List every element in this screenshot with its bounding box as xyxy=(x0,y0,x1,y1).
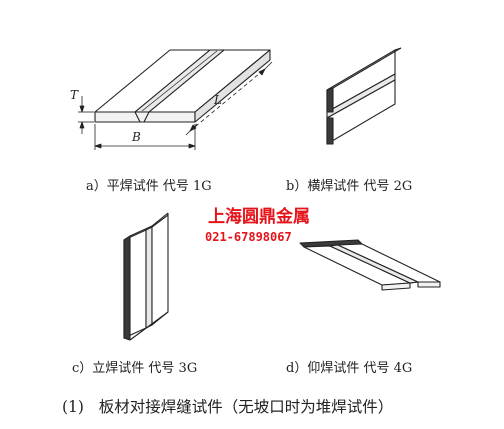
dim-thickness-label: T xyxy=(70,88,79,102)
watermark-company: 上海圆鼎金属 xyxy=(208,206,310,227)
panel-a-flat-plate xyxy=(94,49,271,123)
panel-b-horizontal-plate xyxy=(326,47,402,145)
figure-caption: (1) 板材对接焊缝试件（无坡口时为堆焊试件） xyxy=(62,398,393,416)
panel-c-caption: c）立焊试件 代号 3G xyxy=(72,360,197,376)
panel-b-caption: b）横焊试件 代号 2G xyxy=(286,178,412,194)
panel-d-caption: d）仰焊试件 代号 4G xyxy=(286,360,412,376)
dim-width-label: B xyxy=(131,130,141,144)
panel-c-vertical-plate xyxy=(123,212,169,341)
panel-a-dimensions xyxy=(78,61,273,150)
panel-a-caption: a）平焊试件 代号 1G xyxy=(86,178,212,194)
panel-d-overhead-plate xyxy=(299,239,441,291)
dim-length-label: L xyxy=(213,93,222,107)
watermark-phone: 021-67898067 xyxy=(205,230,292,244)
